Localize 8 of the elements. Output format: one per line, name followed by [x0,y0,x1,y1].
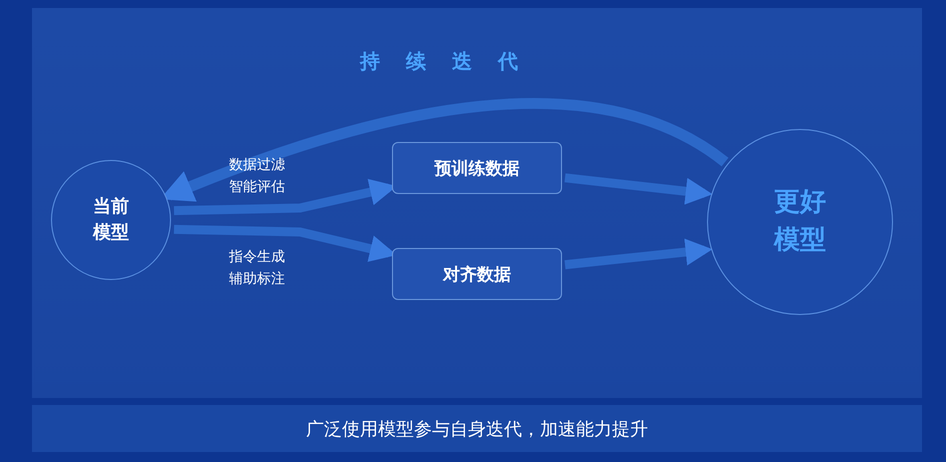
arrow [564,173,713,205]
data-box: 预训练数据 [392,142,562,194]
edge-label: 指令生成辅助标注 [229,248,286,289]
caption-bar: 广泛使用模型参与自身迭代，加速能力提升 [32,405,922,452]
data-box: 对齐数据 [392,248,562,300]
edge-label: 持续迭代 [360,50,544,72]
arrow [564,238,713,270]
edge-label: 数据过滤智能评估 [229,156,286,197]
